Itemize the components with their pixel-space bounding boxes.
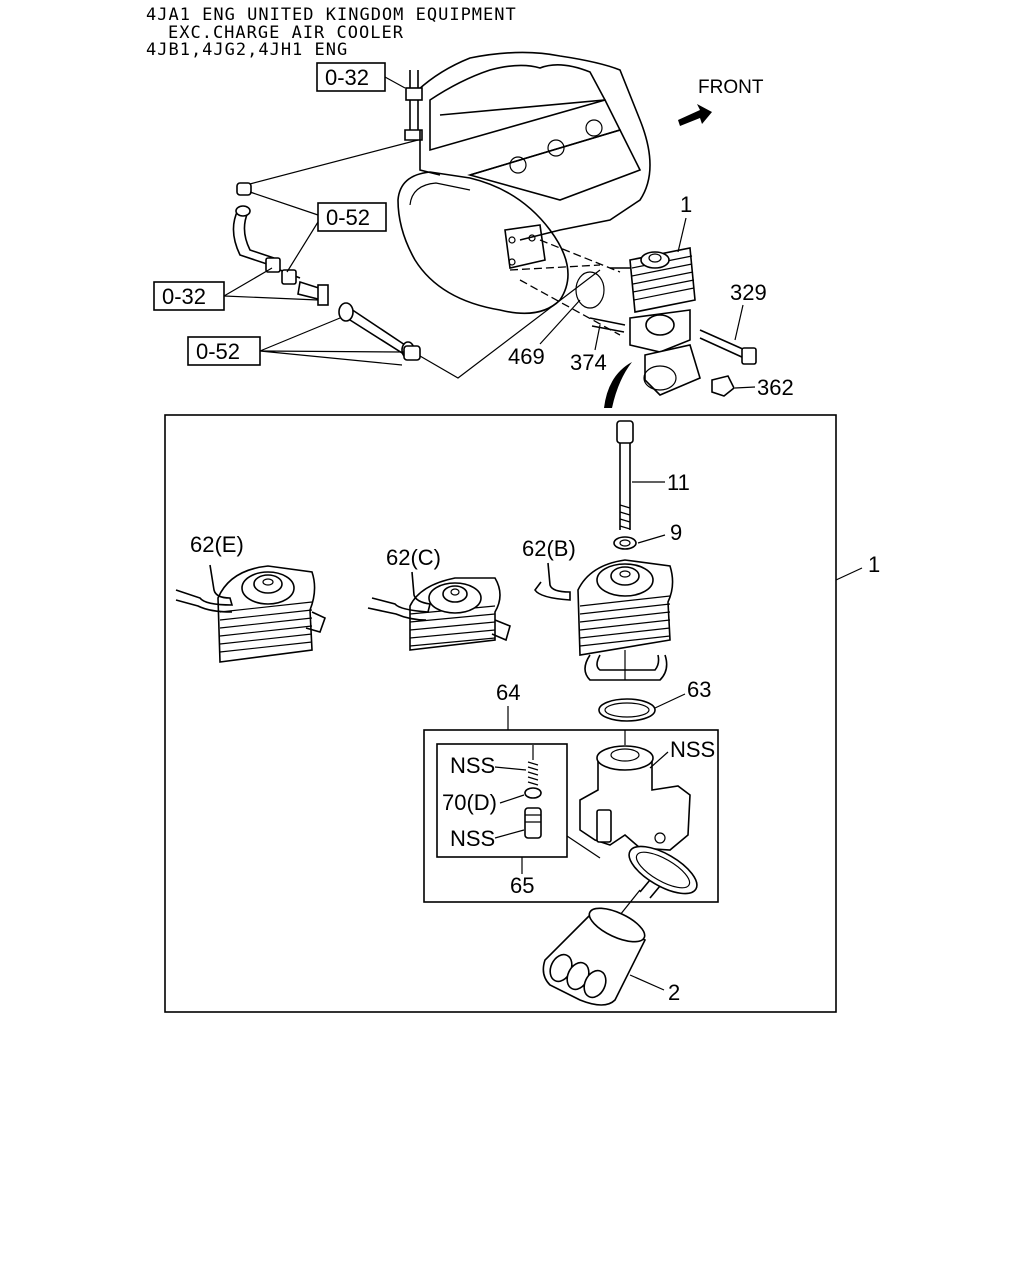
bolt-11 <box>616 420 634 530</box>
callout-62e: 62(E) <box>190 532 244 557</box>
callout-1-top: 1 <box>680 192 692 217</box>
assembly-box-64 <box>423 729 719 903</box>
ref-032-a: 0-32 <box>325 65 369 90</box>
callout-nss-2: NSS <box>450 826 495 851</box>
callout-362: 362 <box>757 375 794 400</box>
oil-filter-housing <box>566 730 691 859</box>
callout-329: 329 <box>730 280 767 305</box>
relief-valve-parts <box>524 745 542 839</box>
header-line-2: EXC.CHARGE AIR COOLER <box>168 23 404 43</box>
callout-11: 11 <box>667 470 690 495</box>
oil-filter-2 <box>542 907 647 1006</box>
callout-70d: 70(D) <box>442 790 497 815</box>
oil-hose-assembly <box>232 139 601 379</box>
callout-63: 63 <box>687 677 711 702</box>
oil-cooler-assembly-top <box>575 247 757 397</box>
assembly-box-65 <box>436 743 568 858</box>
filter-mount <box>607 845 698 931</box>
callout-65: 65 <box>510 873 534 898</box>
callout-469: 469 <box>508 344 545 369</box>
detail-frame <box>164 414 837 1013</box>
washer-9 <box>613 536 637 550</box>
callout-64: 64 <box>496 680 520 705</box>
callout-62b: 62(B) <box>522 536 576 561</box>
curved-arrow-icon <box>604 362 632 408</box>
ref-052-b: 0-52 <box>196 339 240 364</box>
callout-374: 374 <box>570 350 607 375</box>
callout-62c: 62(C) <box>386 545 441 570</box>
callout-2: 2 <box>668 980 680 1005</box>
callout-nss-1: NSS <box>450 753 495 778</box>
ref-052-a: 0-52 <box>326 205 370 230</box>
oil-cooler-62e <box>175 564 326 663</box>
callout-1-box: 1 <box>868 552 880 577</box>
header-line-3: 4JB1,4JG2,4JH1 ENG <box>146 40 348 60</box>
callout-9: 9 <box>670 520 682 545</box>
oil-cooler-62b <box>534 559 674 681</box>
front-label: FRONT <box>698 77 764 98</box>
ref-032-b: 0-32 <box>162 284 206 309</box>
engine-block <box>397 51 651 315</box>
front-arrow-icon <box>678 104 712 126</box>
oil-cooler-62c <box>367 571 511 651</box>
header-line-1: 4JA1 ENG UNITED KINGDOM EQUIPMENT <box>146 5 517 25</box>
ref-box-052-a <box>317 202 387 232</box>
callout-nss-3: NSS <box>670 737 715 762</box>
gasket-63 <box>598 698 656 722</box>
